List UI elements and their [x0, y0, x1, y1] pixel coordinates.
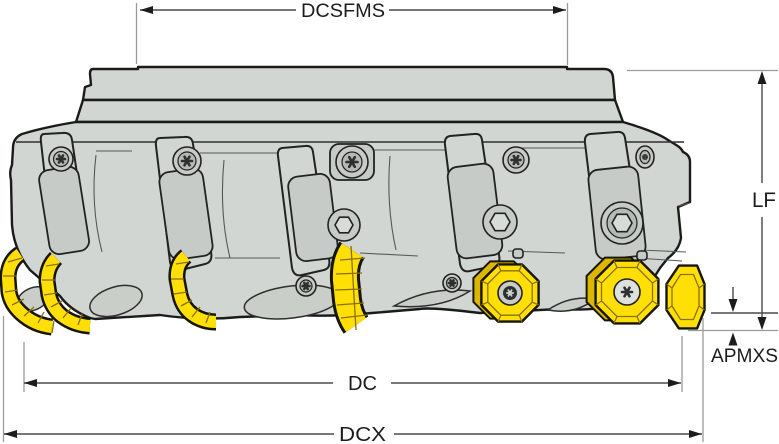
insert-arc-3: [168, 249, 217, 331]
torx-screw-1: [48, 146, 74, 172]
torx-screw-6: [295, 275, 317, 297]
pocket-shade-3: [388, 155, 397, 251]
torx-screw-7: [442, 273, 462, 293]
pocket-shade-1: [93, 154, 103, 253]
dimension-dcsfms: DCSFMS: [135, 1, 569, 65]
torx-screw-2: [172, 146, 202, 176]
torx-screw-4: [502, 146, 530, 174]
insert-arc-1: [0, 246, 55, 336]
chip-recess-2: [89, 284, 143, 318]
arrowhead-right: [668, 379, 681, 387]
arrowhead-right: [689, 430, 702, 438]
insert-octagon-2: [594, 259, 660, 325]
insert-octagon-right: [665, 264, 706, 330]
arrowhead-up-small: [728, 332, 738, 346]
arrowhead-right: [553, 6, 566, 14]
right-notch-line: [677, 202, 691, 207]
arrowhead-left: [4, 430, 17, 438]
arrowhead-up: [757, 71, 767, 84]
pocket-floor-line-2: [359, 252, 419, 257]
cutting-inserts: [0, 241, 706, 336]
clamp-pin-2: [636, 250, 648, 261]
cutter-cap-top: [81, 65, 617, 102]
label-dc: DC: [348, 373, 377, 395]
arrowhead-left: [24, 379, 37, 387]
insert-band-4: [329, 241, 369, 334]
dimension-dcx: DCX: [2, 316, 704, 444]
dimension-dc: DC: [23, 336, 683, 395]
pocket-shade-2: [221, 159, 231, 259]
hex-screw-3: [600, 201, 644, 245]
insert-octagon-1: [480, 263, 540, 323]
clamp-pin-1: [512, 248, 524, 259]
arrowhead-left: [140, 6, 153, 14]
dimension-apmxs: APMXS: [711, 287, 778, 367]
chip-recess-4: [391, 289, 473, 308]
right-step-line-1: [639, 249, 687, 253]
cutter-cap-band: [74, 98, 625, 124]
hex-screw-1: [327, 208, 361, 242]
dimension-lf: LF: [627, 69, 778, 332]
label-dcsfms: DCSFMS: [301, 1, 385, 22]
label-dcx: DCX: [339, 424, 386, 444]
arrowhead-down: [757, 317, 767, 330]
insert-arc-2: [38, 251, 91, 335]
torx-screw-3: [329, 143, 375, 181]
arrowhead-down-small: [728, 299, 738, 312]
label-lf: LF: [752, 189, 776, 212]
torx-screw-5: [635, 145, 655, 169]
label-apmxs: APMXS: [711, 346, 778, 367]
hex-screw-2: [482, 204, 518, 240]
